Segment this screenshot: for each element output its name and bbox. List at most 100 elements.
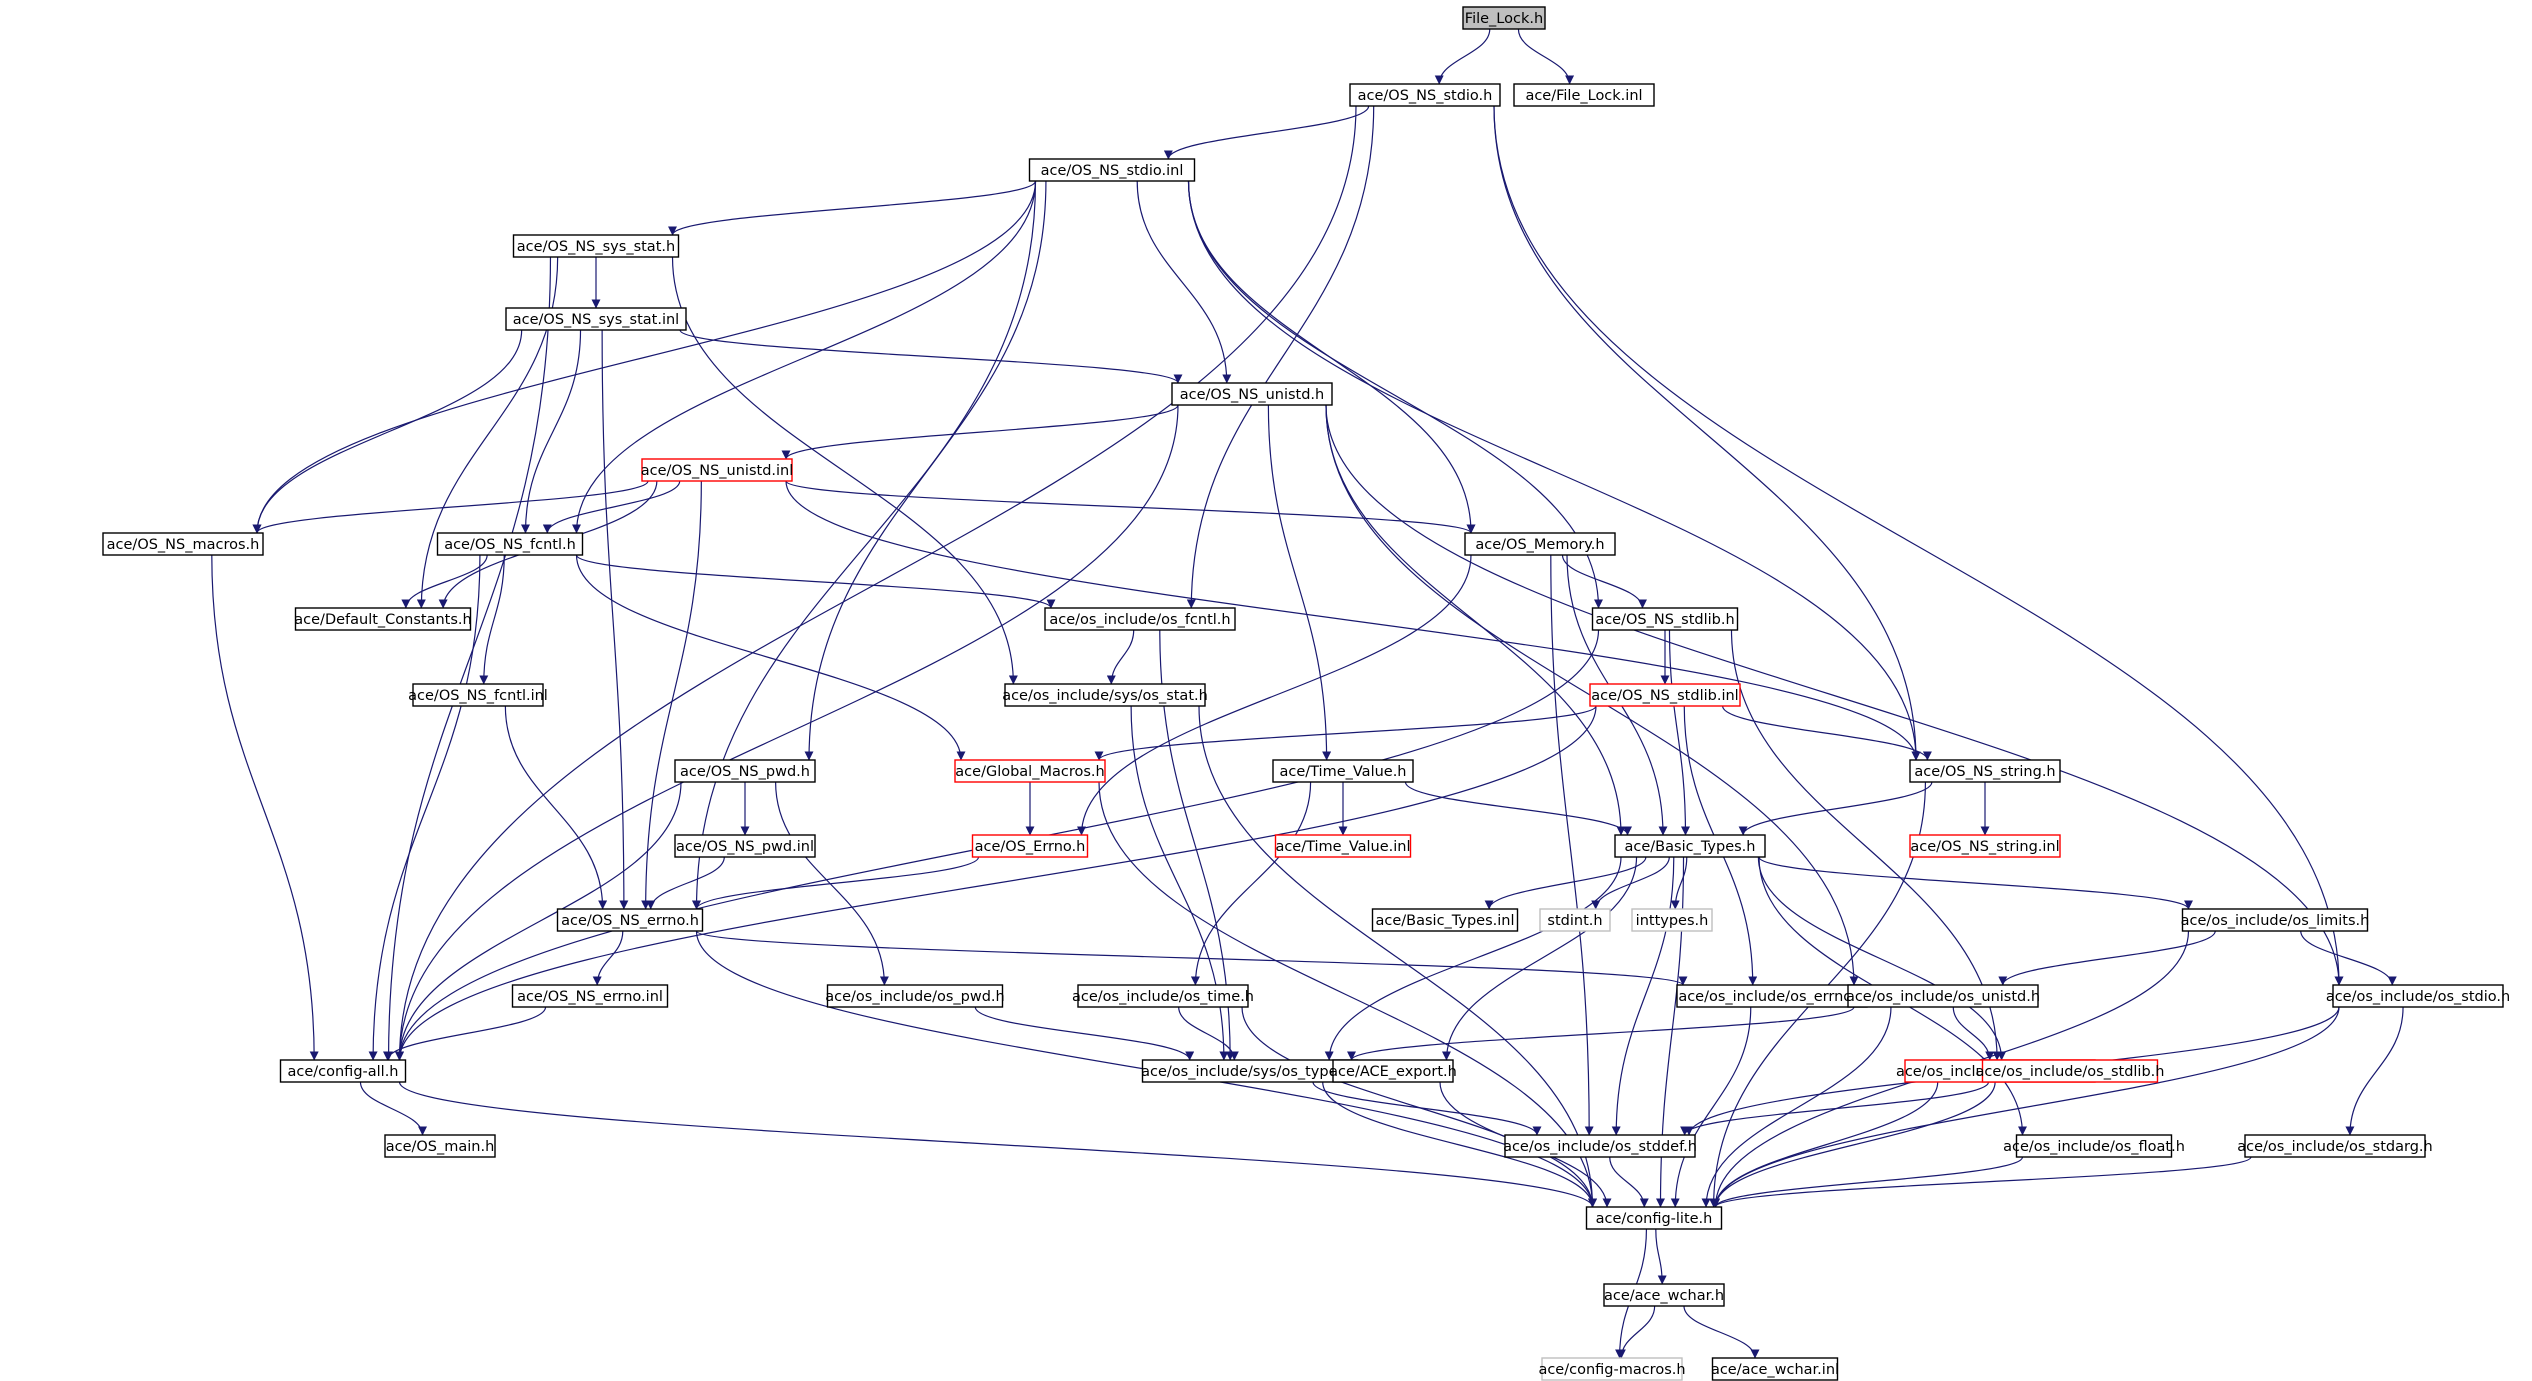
dependency-edge-n44-n46 (1711, 1156, 2024, 1208)
node-box (1462, 6, 1546, 30)
graph-node-ace-os-memory-h[interactable]: ace/OS_Memory.h (1464, 532, 1616, 556)
graph-node-ace-os-include-sys-os-types-h[interactable]: ace/os_include/sys/os_types.h (1141, 1059, 1359, 1083)
dependency-edge-n36-n46 (1711, 1006, 2340, 1208)
graph-node-file-lock-h[interactable]: File_Lock.h (1462, 6, 1546, 30)
graph-node-ace-os-include-os-limits-h[interactable]: ace/os_include/os_limits.h (2181, 908, 2370, 932)
graph-node-ace-os-errno-h[interactable]: ace/OS_Errno.h (971, 834, 1089, 858)
graph-node-ace-os-include-os-stdlib-h[interactable]: ace/os_include/os_stdlib.h (1976, 1059, 2165, 1083)
graph-node-ace-time-value-inl[interactable]: ace/Time_Value.inl (1274, 834, 1412, 858)
node-label: ace/OS_NS_pwd.inl (676, 839, 814, 855)
graph-node-ace-basic-types-h[interactable]: ace/Basic_Types.h (1614, 834, 1766, 858)
dependency-edge-n24-n38 (1324, 856, 1622, 1061)
graph-node-ace-ace-export-h[interactable]: ace/ACE_export.h (1329, 1059, 1457, 1083)
dependency-edge-n1-n37 (395, 105, 1357, 1061)
dependency-edge-n6-n36 (1325, 404, 2344, 986)
node-label: ace/Default_Constants.h (294, 612, 471, 628)
graph-node-ace-os-include-os-fcntl-h[interactable]: ace/os_include/os_fcntl.h (1044, 607, 1236, 631)
dependency-edge-n3-n6 (1136, 180, 1232, 384)
dependency-edge-n35-n40 (1952, 1006, 1995, 1061)
graph-node-inttypes-h[interactable]: inttypes.h (1631, 908, 1713, 932)
graph-node-ace-os-include-os-stddef-h[interactable]: ace/os_include/os_stddef.h (1503, 1134, 1697, 1158)
dependency-edge-n1-n3 (1163, 105, 1370, 160)
graph-node-ace-os-ns-fcntl-inl[interactable]: ace/OS_NS_fcntl.inl (408, 683, 548, 707)
graph-node-ace-os-ns-sys-stat-h[interactable]: ace/OS_NS_sys_stat.h (512, 234, 680, 258)
graph-node-ace-os-ns-errno-h[interactable]: ace/OS_NS_errno.h (556, 908, 704, 932)
node-label: ace/OS_Errno.h (975, 839, 1086, 855)
graph-node-ace-os-include-os-unistd-h[interactable]: ace/os_include/os_unistd.h (1846, 984, 2040, 1008)
graph-node-ace-os-include-os-pwd-h[interactable]: ace/os_include/os_pwd.h (825, 984, 1005, 1008)
dependency-edge-n30-n36 (2300, 930, 2397, 986)
dependency-edge-n47-n49 (1683, 1305, 1760, 1359)
dependency-edge-n33-n38 (1178, 1006, 1239, 1061)
dependency-edge-n1-n12 (1186, 105, 1375, 609)
graph-node-ace-os-include-sys-os-stat-h[interactable]: ace/os_include/sys/os_stat.h (1002, 683, 1208, 707)
node-box (1513, 83, 1655, 107)
graph-node-ace-os-ns-unistd-inl[interactable]: ace/OS_NS_unistd.inl (641, 458, 794, 482)
dependency-edge-n6-n7 (781, 404, 1179, 460)
graph-node-ace-config-lite-h[interactable]: ace/config-lite.h (1585, 1206, 1723, 1230)
node-box (826, 984, 1004, 1008)
dependency-edge-n1-n20 (1493, 105, 1921, 761)
node-box (1044, 607, 1236, 631)
graph-node-ace-os-ns-pwd-inl[interactable]: ace/OS_NS_pwd.inl (674, 834, 816, 858)
graph-node-ace-ace-wchar-h[interactable]: ace/ace_wchar.h (1603, 1283, 1725, 1307)
graph-node-ace-os-ns-string-inl[interactable]: ace/OS_NS_string.inl (1909, 834, 2061, 858)
node-label: ace/os_include/os_pwd.h (825, 989, 1005, 1005)
dependency-edge-n35-n46 (1701, 1006, 1892, 1208)
graph-node-ace-os-ns-string-h[interactable]: ace/OS_NS_string.h (1909, 759, 2061, 783)
node-label: ace/Basic_Types.inl (1375, 913, 1514, 929)
dependency-edge-n38-n46 (1322, 1081, 1597, 1208)
graph-node-ace-os-ns-unistd-h[interactable]: ace/OS_NS_unistd.h (1171, 382, 1333, 406)
node-box (436, 532, 584, 556)
graph-node-stdint-h[interactable]: stdint.h (1539, 908, 1611, 932)
node-label: ace/OS_main.h (386, 1139, 495, 1155)
node-label: ace/OS_NS_sys_stat.h (517, 239, 675, 255)
dependency-edge-n34-n46 (1670, 1006, 1752, 1208)
graph-node-ace-os-include-os-time-h[interactable]: ace/os_include/os_time.h (1072, 984, 1254, 1008)
dependency-edge-n37-n46 (398, 1081, 1597, 1208)
dependency-edge-n26-n31 (592, 930, 624, 986)
node-box (1028, 158, 1196, 182)
graph-node-ace-os-main-h[interactable]: ace/OS_main.h (384, 1134, 496, 1158)
node-label: ace/OS_NS_errno.inl (517, 989, 663, 1005)
graph-node-ace-os-ns-pwd-h[interactable]: ace/OS_NS_pwd.h (674, 759, 816, 783)
node-box (1332, 1059, 1454, 1083)
dependency-edge-n26-n34 (695, 930, 1688, 986)
node-label: ace/os_include/os_time.h (1072, 989, 1254, 1005)
graph-node-ace-ace-wchar-inl[interactable]: ace/ace_wchar.inl (1711, 1357, 1839, 1381)
dependency-edge-n16-n20 (1722, 705, 1932, 761)
graph-node-ace-os-include-os-stdarg-h[interactable]: ace/os_include/os_stdarg.h (2237, 1134, 2433, 1158)
dependency-edge-n45-n46 (1711, 1156, 2252, 1208)
node-label: ace/config-macros.h (1538, 1362, 1685, 1378)
node-label: ace/OS_NS_unistd.inl (641, 463, 794, 479)
node-label: File_Lock.h (1465, 11, 1543, 27)
graph-node-ace-default-constants-h[interactable]: ace/Default_Constants.h (294, 607, 472, 631)
graph-node-ace-global-macros-h[interactable]: ace/Global_Macros.h (954, 759, 1106, 783)
node-label: ace/OS_NS_string.inl (1910, 839, 2059, 855)
node-box (1603, 1283, 1725, 1307)
graph-node-ace-config-macros-h[interactable]: ace/config-macros.h (1538, 1357, 1686, 1381)
graph-node-ace-file-lock-inl[interactable]: ace/File_Lock.inl (1513, 83, 1655, 107)
graph-node-ace-os-ns-errno-inl[interactable]: ace/OS_NS_errno.inl (511, 984, 669, 1008)
graph-node-ace-os-include-os-float-h[interactable]: ace/os_include/os_float.h (2003, 1134, 2185, 1158)
node-box (1171, 382, 1333, 406)
graph-node-ace-os-include-os-errno-h[interactable]: ace/os_include/os_errno.h (1676, 984, 1868, 1008)
node-box (556, 908, 704, 932)
graph-node-ace-time-value-h[interactable]: ace/Time_Value.h (1272, 759, 1414, 783)
graph-node-ace-os-ns-stdlib-inl[interactable]: ace/OS_NS_stdlib.inl (1589, 683, 1741, 707)
graph-node-ace-os-ns-stdio-inl[interactable]: ace/OS_NS_stdio.inl (1028, 158, 1196, 182)
dependency-edge-n1-n36 (1493, 105, 2344, 986)
graph-node-ace-basic-types-inl[interactable]: ace/Basic_Types.inl (1371, 908, 1519, 932)
dependency-edge-n4-n15 (671, 256, 1018, 685)
dependency-edge-n5-n6 (679, 329, 1183, 384)
graph-node-ace-os-ns-fcntl-h[interactable]: ace/OS_NS_fcntl.h (436, 532, 584, 556)
graph-node-ace-config-all-h[interactable]: ace/config-all.h (279, 1059, 407, 1083)
graph-node-ace-os-ns-sys-stat-inl[interactable]: ace/OS_NS_sys_stat.inl (505, 307, 687, 331)
graph-node-ace-os-include-os-stdio-h[interactable]: ace/os_include/os_stdio.h (2326, 984, 2510, 1008)
graph-node-ace-os-ns-macros-h[interactable]: ace/OS_NS_macros.h (102, 532, 264, 556)
graph-node-ace-os-ns-stdio-h[interactable]: ace/OS_NS_stdio.h (1349, 83, 1501, 107)
dependency-edge-n24-n43 (1611, 856, 1675, 1136)
node-box (971, 834, 1089, 858)
graph-node-ace-os-ns-stdlib-h[interactable]: ace/OS_NS_stdlib.h (1591, 607, 1739, 631)
